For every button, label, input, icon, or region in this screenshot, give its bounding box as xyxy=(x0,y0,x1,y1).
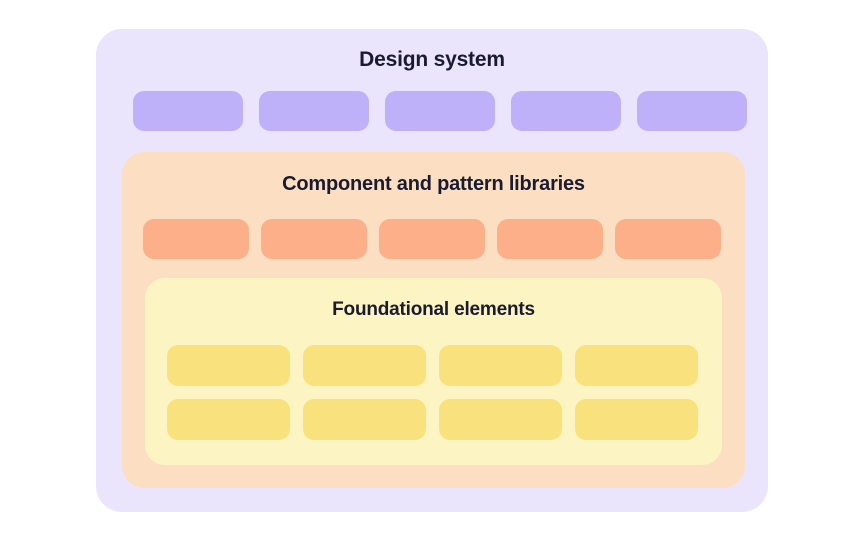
foundational-elements-pill[interactable] xyxy=(439,399,562,440)
layer-design-system: Design system Component and pattern libr… xyxy=(96,29,768,512)
foundational-elements-pill[interactable] xyxy=(167,399,290,440)
design-system-pill[interactable] xyxy=(133,91,243,131)
design-system-pill-row xyxy=(133,91,747,131)
foundational-elements-pill[interactable] xyxy=(575,345,698,386)
foundational-elements-pill-row-2 xyxy=(167,399,698,440)
foundational-elements-pill-row-1 xyxy=(167,345,698,386)
design-system-pill[interactable] xyxy=(385,91,495,131)
foundational-elements-pill[interactable] xyxy=(575,399,698,440)
foundational-elements-pill[interactable] xyxy=(303,399,426,440)
component-library-pill[interactable] xyxy=(379,219,485,259)
foundational-elements-title: Foundational elements xyxy=(332,299,535,320)
component-library-pill[interactable] xyxy=(143,219,249,259)
layer-foundational-elements: Foundational elements xyxy=(145,278,722,465)
design-system-pill[interactable] xyxy=(511,91,621,131)
design-system-pill[interactable] xyxy=(637,91,747,131)
component-library-pill[interactable] xyxy=(497,219,603,259)
foundational-elements-pill[interactable] xyxy=(303,345,426,386)
component-library-pill-row xyxy=(143,219,721,259)
component-library-pill[interactable] xyxy=(615,219,721,259)
design-system-title: Design system xyxy=(359,48,505,71)
foundational-elements-pill[interactable] xyxy=(439,345,562,386)
design-system-pill[interactable] xyxy=(259,91,369,131)
foundational-elements-pill[interactable] xyxy=(167,345,290,386)
component-and-pattern-libraries-title: Component and pattern libraries xyxy=(282,173,585,195)
layer-component-and-pattern-libraries: Component and pattern libraries Foundati… xyxy=(122,152,745,488)
component-library-pill[interactable] xyxy=(261,219,367,259)
